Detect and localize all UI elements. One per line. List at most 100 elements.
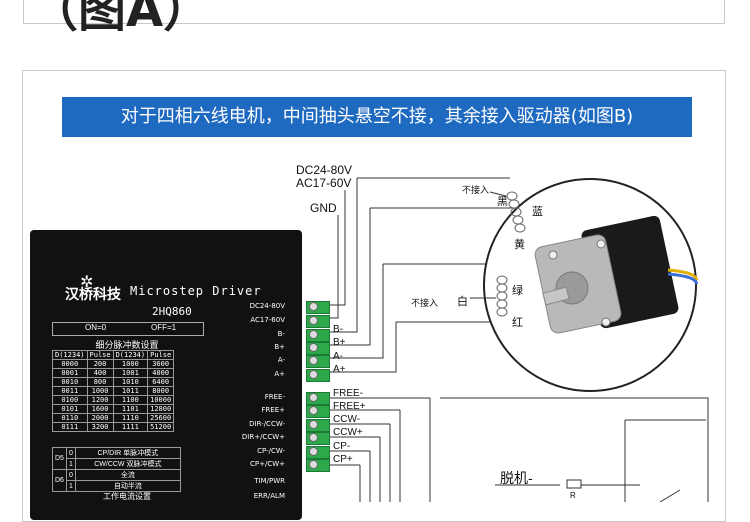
wire-label: FREE+ <box>333 401 366 412</box>
port-label: DC24-80V <box>249 302 285 310</box>
d5-text-0: CP/DIR 单脉冲模式 <box>74 447 181 459</box>
table-cell: 1010 <box>112 377 149 387</box>
table-cell: 1011 <box>112 386 149 396</box>
screw-icon <box>309 420 318 429</box>
port-label: DIR+/CCW+ <box>241 433 285 441</box>
screw-icon <box>309 356 318 365</box>
wire-label: A+ <box>333 364 346 375</box>
brand-logo-icon: ✲ <box>80 274 94 291</box>
screw-icon <box>309 343 318 352</box>
screw-icon <box>309 316 318 325</box>
table-header-cell: Pulse <box>147 350 175 360</box>
driver-brand: 汉桥科技 <box>65 287 121 303</box>
figure-a-title: （图A） <box>30 0 212 38</box>
coil-bottom <box>496 275 508 317</box>
dip-switch-table: D5 0 CP/DIR 单脉冲模式 1 CW/CCW 双脉冲模式 D6 0 全流… <box>52 447 181 492</box>
port-label: B+ <box>274 343 285 351</box>
wire-red <box>330 322 397 373</box>
screw-icon <box>309 447 318 456</box>
table-cell: 51200 <box>147 422 175 432</box>
table-cell: 1200 <box>86 395 114 405</box>
screw-icon <box>309 393 318 402</box>
wire-label: FREE- <box>333 388 363 399</box>
instruction-banner: 对于四相六线电机，中间抽头悬空不接，其余接入驱动器(如图B) <box>62 97 692 137</box>
table-cell: 0100 <box>52 395 88 405</box>
switch-line <box>659 489 681 502</box>
table-cell: 200 <box>86 359 114 369</box>
table-cell: 1110 <box>112 413 149 423</box>
table-row: 1 自动半流 <box>53 480 181 492</box>
power-dc-label: DC24-80V <box>296 163 353 177</box>
driver-model: 2HQ860 <box>152 305 192 318</box>
d5-label: D5 <box>52 447 67 470</box>
screw-icon <box>309 460 318 469</box>
off-label: OFF=1 <box>151 323 177 332</box>
table-cell: 12800 <box>147 404 175 414</box>
mount-hole <box>596 239 606 249</box>
table-header-cell: D(1234) <box>112 350 149 360</box>
table-cell: 400 <box>86 368 114 378</box>
screw-icon <box>309 406 318 415</box>
table-header-cell: D(1234) <box>52 350 88 360</box>
port-label: FREE- <box>264 393 285 401</box>
table-cell: 1000 <box>112 359 149 369</box>
table-cell: 0110 <box>52 413 88 423</box>
coil-top <box>506 191 526 233</box>
table-cell: 3600 <box>147 359 175 369</box>
port-label: DIR-/CCW- <box>249 420 285 428</box>
port-label: AC17-60V <box>250 316 285 324</box>
table-cell: 3200 <box>86 422 114 432</box>
table-cell: 0010 <box>52 377 88 387</box>
table-cell: 800 <box>86 377 114 387</box>
power-wire-dc <box>330 190 346 306</box>
d6-text-0: 全流 <box>74 469 181 481</box>
d5-text-1: CW/CCW 双脉冲模式 <box>74 458 181 470</box>
port-label: ERR/ALM <box>253 492 285 500</box>
d5-value-1: 1 <box>65 458 76 470</box>
on-label: ON=0 <box>85 323 107 332</box>
control-circuit <box>440 397 709 502</box>
table-cell: 1600 <box>86 404 114 414</box>
on-off-legend: ON=0 OFF=1 <box>52 322 204 336</box>
driver-title: Microstep Driver <box>130 284 262 298</box>
wire-color-white: 白 <box>457 296 468 308</box>
table-cell: 1001 <box>112 368 149 378</box>
wire-color-yellow: 黄 <box>514 239 525 251</box>
port-label: B- <box>277 330 285 338</box>
screw-icon <box>309 302 318 311</box>
screw-icon <box>309 370 318 379</box>
power-ac-label: AC17-60V <box>296 176 352 190</box>
table-cell: 1101 <box>112 404 149 414</box>
port-label: CP+/CW+ <box>249 460 285 468</box>
wire-label: CCW- <box>333 414 361 425</box>
wire-green <box>330 264 384 359</box>
not-connected-label-1: 不接入 <box>462 185 490 195</box>
current-title: 工作电流设置 <box>103 492 151 501</box>
subdivision-title: 细分脉冲数设置 <box>95 340 159 350</box>
table-cell: 0001 <box>52 368 88 378</box>
mount-hole <box>548 250 558 260</box>
table-row: D6 0 全流 <box>52 469 181 492</box>
power-wire-gnd <box>330 215 339 319</box>
table-cell: 1111 <box>112 422 149 432</box>
port-label: TIM/PWR <box>254 477 285 485</box>
d6-value-0: 0 <box>65 469 76 481</box>
port-label: FREE+ <box>261 406 285 414</box>
table-cell: 2000 <box>86 413 114 423</box>
table-cell: 1000 <box>86 386 114 396</box>
power-gnd-label: GND <box>310 201 337 215</box>
port-label: A- <box>277 356 285 364</box>
wire-yellow <box>330 208 371 346</box>
table-row: D5 0 CP/DIR 单脉冲模式 <box>52 447 181 470</box>
table-cell: 25600 <box>147 413 175 423</box>
wire-color-black: 黑 <box>497 196 508 208</box>
wire-color-red: 红 <box>512 317 523 329</box>
wire-color-green: 绿 <box>512 285 523 297</box>
table-cell: 6400 <box>147 377 175 387</box>
